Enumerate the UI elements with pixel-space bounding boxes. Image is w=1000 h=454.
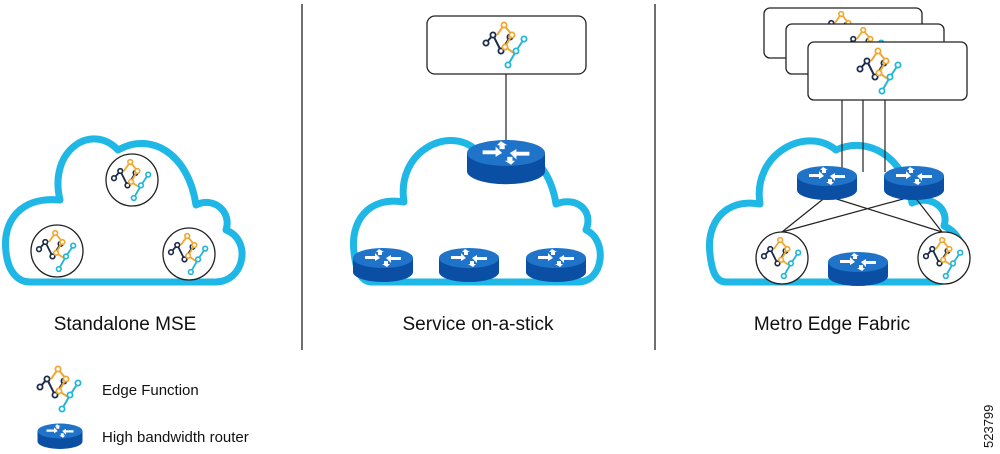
panel-title: Service on-a-stick	[403, 314, 554, 335]
panel-title: Standalone MSE	[54, 314, 197, 335]
router-icon	[467, 140, 545, 185]
service-on-a-stick-panel: Service on-a-stick	[349, 15, 604, 335]
edge-function-icon	[918, 232, 970, 284]
legend: Edge Function High bandwidth router	[36, 365, 249, 449]
edge-function-icon	[36, 365, 82, 413]
standalone-mse-panel: Standalone MSE	[1, 135, 246, 335]
edge-function-icon	[106, 154, 158, 206]
legend-edge-function-label: Edge Function	[102, 382, 199, 399]
legend-router-label: High bandwidth router	[102, 429, 249, 446]
router-icon	[37, 423, 83, 449]
router-icon	[439, 248, 499, 282]
edge-function-icon	[163, 228, 215, 280]
connection-line	[781, 195, 828, 233]
connection-line	[826, 195, 943, 233]
edge-function-icon	[31, 225, 83, 277]
router-icon	[353, 248, 413, 282]
router-icon	[828, 252, 888, 286]
router-icon	[526, 248, 586, 282]
metro-edge-fabric-panel: Metro Edge Fabric	[705, 7, 970, 335]
router-icon	[797, 166, 857, 200]
edge-function-host	[807, 41, 968, 101]
connection-line	[913, 195, 943, 233]
router-icon	[884, 166, 944, 200]
panel-title: Metro Edge Fabric	[754, 314, 910, 335]
connection-line	[781, 195, 915, 233]
figure-id: 523799	[981, 405, 996, 448]
edge-function-icon	[756, 232, 808, 284]
